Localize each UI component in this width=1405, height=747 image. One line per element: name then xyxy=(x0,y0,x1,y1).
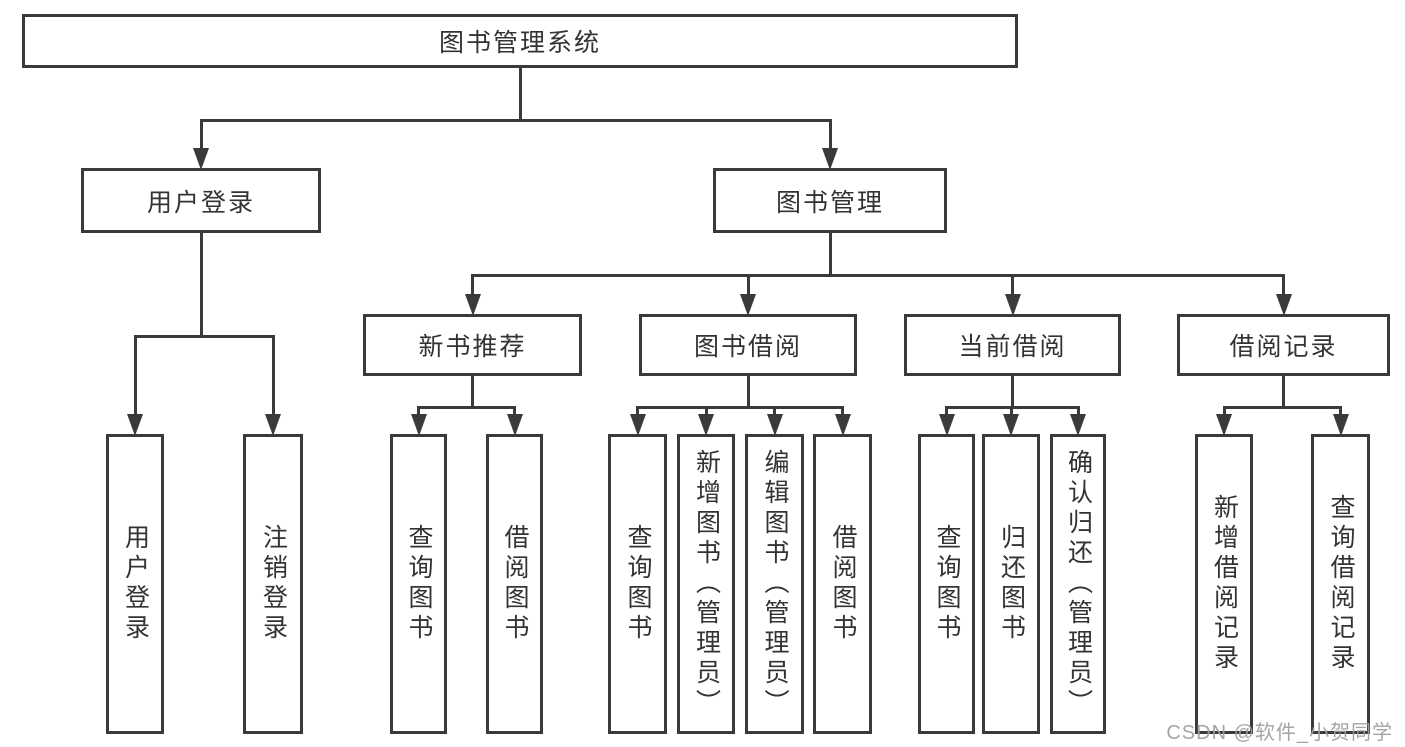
node-d2: 归还图书 xyxy=(982,434,1040,734)
arrow-down-icon xyxy=(127,414,143,436)
node-label-book-borrow: 图书借阅 xyxy=(693,333,802,361)
node-e1: 新增借阅记录 xyxy=(1195,434,1253,734)
arrow-down-icon xyxy=(410,414,427,436)
node-label-a2: 注销登录 xyxy=(259,524,288,644)
connector-vertical-line xyxy=(828,232,832,277)
connector-horizontal-bar xyxy=(133,335,275,338)
node-d1: 查询图书 xyxy=(918,434,975,734)
node-label-cur-borrow: 当前借阅 xyxy=(958,333,1067,361)
connector-vertical-line xyxy=(1282,274,1285,296)
connector-vertical-line xyxy=(1009,406,1013,416)
connector-horizontal-bar xyxy=(1222,406,1342,409)
connector-vertical-line xyxy=(704,406,708,416)
node-label-new-rec: 新书推荐 xyxy=(418,333,527,361)
arrow-down-icon xyxy=(464,294,481,316)
connector-vertical-line xyxy=(199,232,203,338)
connector-vertical-line xyxy=(513,406,516,416)
node-b2: 借阅图书 xyxy=(486,434,543,734)
connector-vertical-line xyxy=(1076,406,1080,416)
connector-horizontal-bar xyxy=(471,274,1285,277)
connector-horizontal-bar xyxy=(636,406,844,409)
node-label-e2: 查询借阅记录 xyxy=(1327,494,1355,674)
connector-vertical-line xyxy=(1339,406,1342,416)
node-e2: 查询借阅记录 xyxy=(1311,434,1370,734)
arrow-down-icon xyxy=(1216,414,1232,436)
connector-vertical-line xyxy=(746,375,750,409)
arrow-down-icon xyxy=(265,414,281,436)
connector-vertical-line xyxy=(746,274,750,296)
node-label-root: 图书管理系统 xyxy=(438,29,601,57)
node-user-login: 用户登录 xyxy=(81,168,321,233)
node-label-a1: 用户登录 xyxy=(121,524,150,644)
connector-vertical-line xyxy=(1222,406,1226,416)
csdn-watermark: CSDN @软件_小贺同学 xyxy=(1166,722,1393,744)
node-label-c1: 查询图书 xyxy=(624,524,652,644)
node-label-e1: 新增借阅记录 xyxy=(1210,494,1239,674)
connector-horizontal-bar xyxy=(199,119,832,122)
node-label-d3: 确认归还（管理员） xyxy=(1064,449,1093,719)
arrow-down-icon xyxy=(506,414,523,436)
arrow-down-icon xyxy=(193,148,209,170)
connector-vertical-line xyxy=(1011,375,1014,409)
connector-vertical-line xyxy=(471,375,474,409)
connector-horizontal-bar xyxy=(417,406,516,409)
arrow-down-icon xyxy=(1003,414,1019,436)
connector-vertical-line xyxy=(133,335,137,416)
node-label-c4: 借阅图书 xyxy=(829,524,857,644)
connector-vertical-line xyxy=(636,406,639,416)
node-label-d1: 查询图书 xyxy=(933,524,961,644)
node-root: 图书管理系统 xyxy=(22,14,1018,68)
node-label-user-login: 用户登录 xyxy=(146,188,255,217)
node-d3: 确认归还（管理员） xyxy=(1050,434,1106,734)
node-c4: 借阅图书 xyxy=(813,434,872,734)
arrow-down-icon xyxy=(740,294,756,316)
arrow-down-icon xyxy=(766,414,783,436)
node-c3: 编辑图书（管理员） xyxy=(745,434,804,734)
node-new-rec: 新书推荐 xyxy=(363,314,582,376)
connector-vertical-line xyxy=(841,406,844,416)
node-a2: 注销登录 xyxy=(243,434,303,734)
node-cur-borrow: 当前借阅 xyxy=(904,314,1121,376)
connector-vertical-line xyxy=(1282,375,1285,409)
node-b1: 查询图书 xyxy=(390,434,447,734)
node-book-borrow: 图书借阅 xyxy=(639,314,857,376)
node-label-c2: 新增图书（管理员） xyxy=(692,449,721,719)
arrow-down-icon xyxy=(938,414,955,436)
connector-vertical-line xyxy=(945,406,948,416)
connector-vertical-line xyxy=(773,406,776,416)
node-c2: 新增图书（管理员） xyxy=(677,434,735,734)
arrow-down-icon xyxy=(1004,294,1021,316)
node-label-d2: 归还图书 xyxy=(997,524,1026,644)
node-label-b1: 查询图书 xyxy=(405,524,433,644)
node-c1: 查询图书 xyxy=(608,434,667,734)
connector-vertical-line xyxy=(271,335,275,416)
connector-vertical-line xyxy=(1011,274,1014,296)
arrow-down-icon xyxy=(629,414,646,436)
node-label-book-mgmt: 图书管理 xyxy=(775,188,884,217)
connector-vertical-line xyxy=(828,119,832,150)
connector-vertical-line xyxy=(199,119,203,150)
node-label-borrow-rec: 借阅记录 xyxy=(1229,333,1338,361)
arrow-down-icon xyxy=(834,414,851,436)
node-label-b2: 借阅图书 xyxy=(501,524,529,644)
arrow-down-icon xyxy=(1332,414,1349,436)
connector-vertical-line xyxy=(417,406,420,416)
node-book-mgmt: 图书管理 xyxy=(713,168,947,233)
arrow-down-icon xyxy=(1275,294,1292,316)
connector-vertical-line xyxy=(471,274,474,296)
arrow-down-icon xyxy=(822,148,838,170)
node-label-c3: 编辑图书（管理员） xyxy=(761,449,789,719)
arrow-down-icon xyxy=(698,414,714,436)
arrow-down-icon xyxy=(1070,414,1086,436)
node-a1: 用户登录 xyxy=(106,434,164,734)
connector-vertical-line xyxy=(518,67,522,122)
node-borrow-rec: 借阅记录 xyxy=(1177,314,1390,376)
